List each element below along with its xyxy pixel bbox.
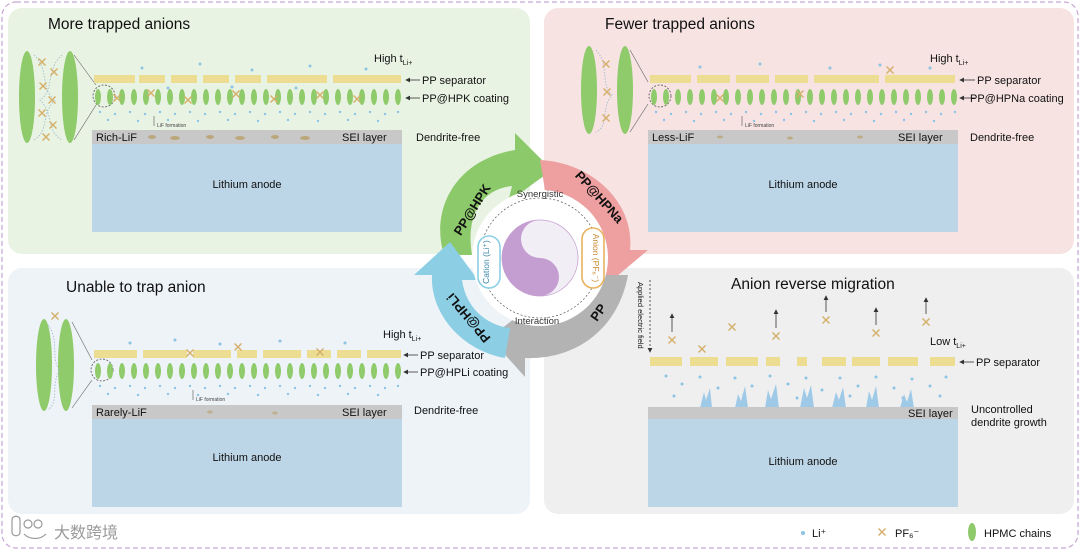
hpmc-zoom — [36, 311, 93, 411]
lithium-anode — [648, 419, 958, 507]
li-legend-marker — [801, 531, 805, 535]
li-legend-label: Li⁺ — [812, 528, 827, 540]
dendrite-label: Dendrite-free — [416, 132, 480, 144]
dendrite-label-1: Uncontrolled — [971, 404, 1033, 416]
transference-label: High tLi+ — [383, 329, 421, 343]
dendrite-label-2: dendrite growth — [971, 417, 1047, 429]
panel-title: Anion reverse migration — [731, 276, 895, 293]
pp-separator — [94, 350, 401, 358]
pp-separator — [94, 75, 401, 83]
separator-label: PP separator — [977, 75, 1041, 87]
anion-label: Anion (PF₆⁻) — [591, 234, 601, 283]
transference-label: High tLi+ — [374, 53, 412, 67]
cycle-arrow-pp — [490, 275, 628, 377]
lif-particles — [148, 135, 310, 140]
cycle-arrow-hpli — [414, 242, 510, 358]
sei-layer — [92, 405, 402, 419]
li-ions — [654, 62, 957, 123]
panel-title: Unable to trap anion — [66, 279, 206, 296]
panel-bottom-left: Unable to trap anion LiF format — [36, 279, 508, 507]
lithium-anode — [648, 144, 958, 232]
ring-top-label: Synergistic — [517, 189, 564, 200]
watermark-logo-icon — [11, 515, 47, 540]
hpmc-zoom — [19, 51, 97, 143]
ring-bottom-label: Interaction — [515, 316, 559, 327]
anode-label: Lithium anode — [212, 179, 281, 191]
sei-layer — [648, 407, 958, 419]
panel-top-left: More trapped anions — [19, 16, 509, 232]
field-label: Applied electric field — [636, 282, 645, 349]
watermark: 大数跨境 — [11, 515, 118, 542]
hpmc-legend-marker — [968, 523, 976, 541]
sei-label: SEI layer — [908, 408, 953, 420]
up-arrows — [669, 295, 929, 332]
separator-label: PP separator — [422, 75, 486, 87]
dendrite-label: Dendrite-free — [414, 405, 478, 417]
separator-label: PP separator — [976, 357, 1040, 369]
pp-separator — [650, 357, 955, 366]
transference-label: High tLi+ — [930, 53, 968, 67]
sei-label: SEI layer — [342, 407, 387, 419]
dendrite-label: Dendrite-free — [970, 132, 1034, 144]
pf6-legend-marker — [877, 527, 887, 537]
hpmc-coating — [651, 89, 957, 105]
pp-separator — [650, 75, 955, 83]
hpmc-coating — [95, 363, 401, 379]
anion-pill — [581, 227, 605, 289]
sei-layer — [648, 130, 958, 144]
panel-top-right: Fewer trapped anions LiF formation — [581, 16, 1064, 232]
yin-yang-icon — [501, 219, 579, 297]
dendrites — [700, 384, 914, 408]
cation-label: Cation (Li⁺) — [481, 240, 491, 284]
cation-pill — [477, 235, 501, 289]
coating-label: PP@HPLi coating — [420, 367, 508, 379]
zoom-circle — [648, 84, 672, 108]
sei-label: SEI layer — [342, 132, 387, 144]
pf6-legend-label: PF₆⁻ — [895, 528, 919, 540]
separator-label: PP separator — [420, 350, 484, 362]
hpmc-legend-label: HPMC chains — [984, 528, 1052, 540]
li-ions — [98, 338, 400, 397]
panel-title: More trapped anions — [48, 16, 190, 33]
lif-label: Rich-LiF — [96, 132, 137, 144]
zoom-circle — [90, 358, 114, 382]
watermark-text: 大数跨境 — [54, 523, 118, 542]
lithium-anode — [92, 144, 402, 232]
lif-particles — [717, 135, 863, 140]
sei-label: SEI layer — [898, 132, 943, 144]
cycle-arrow-hpk — [440, 133, 552, 255]
transference-label: Low tLi+ — [930, 336, 966, 350]
hpmc-coating — [95, 89, 401, 105]
lif-label: Less-LiF — [652, 132, 694, 144]
li-ions — [98, 62, 400, 123]
panel-title: Fewer trapped anions — [605, 16, 755, 33]
anode-label: Lithium anode — [212, 452, 281, 464]
cycle-diagram: PP@HPK PP@HPNa PP PP@HPLi Synergistic In… — [414, 133, 648, 377]
lif-formation-label: LiF formation — [196, 397, 225, 403]
hpmc-zoom — [581, 46, 649, 134]
legend: Li⁺ PF₆⁻ HPMC chains — [801, 523, 1052, 541]
coating-label: PP@HPK coating — [422, 93, 509, 105]
anode-label: Lithium anode — [768, 456, 837, 468]
lif-particles — [207, 410, 278, 415]
lif-formation-label: LiF formation — [745, 123, 774, 129]
coating-label: PP@HPNa coating — [970, 93, 1064, 105]
lif-formation-label: LiF formation — [157, 123, 186, 129]
sei-layer — [92, 130, 402, 144]
anode-label: Lithium anode — [768, 179, 837, 191]
lithium-anode — [92, 419, 402, 507]
lif-label: Rarely-LiF — [96, 407, 147, 419]
panel-bottom-right: Anion reverse migration Applied electric… — [636, 276, 1047, 507]
